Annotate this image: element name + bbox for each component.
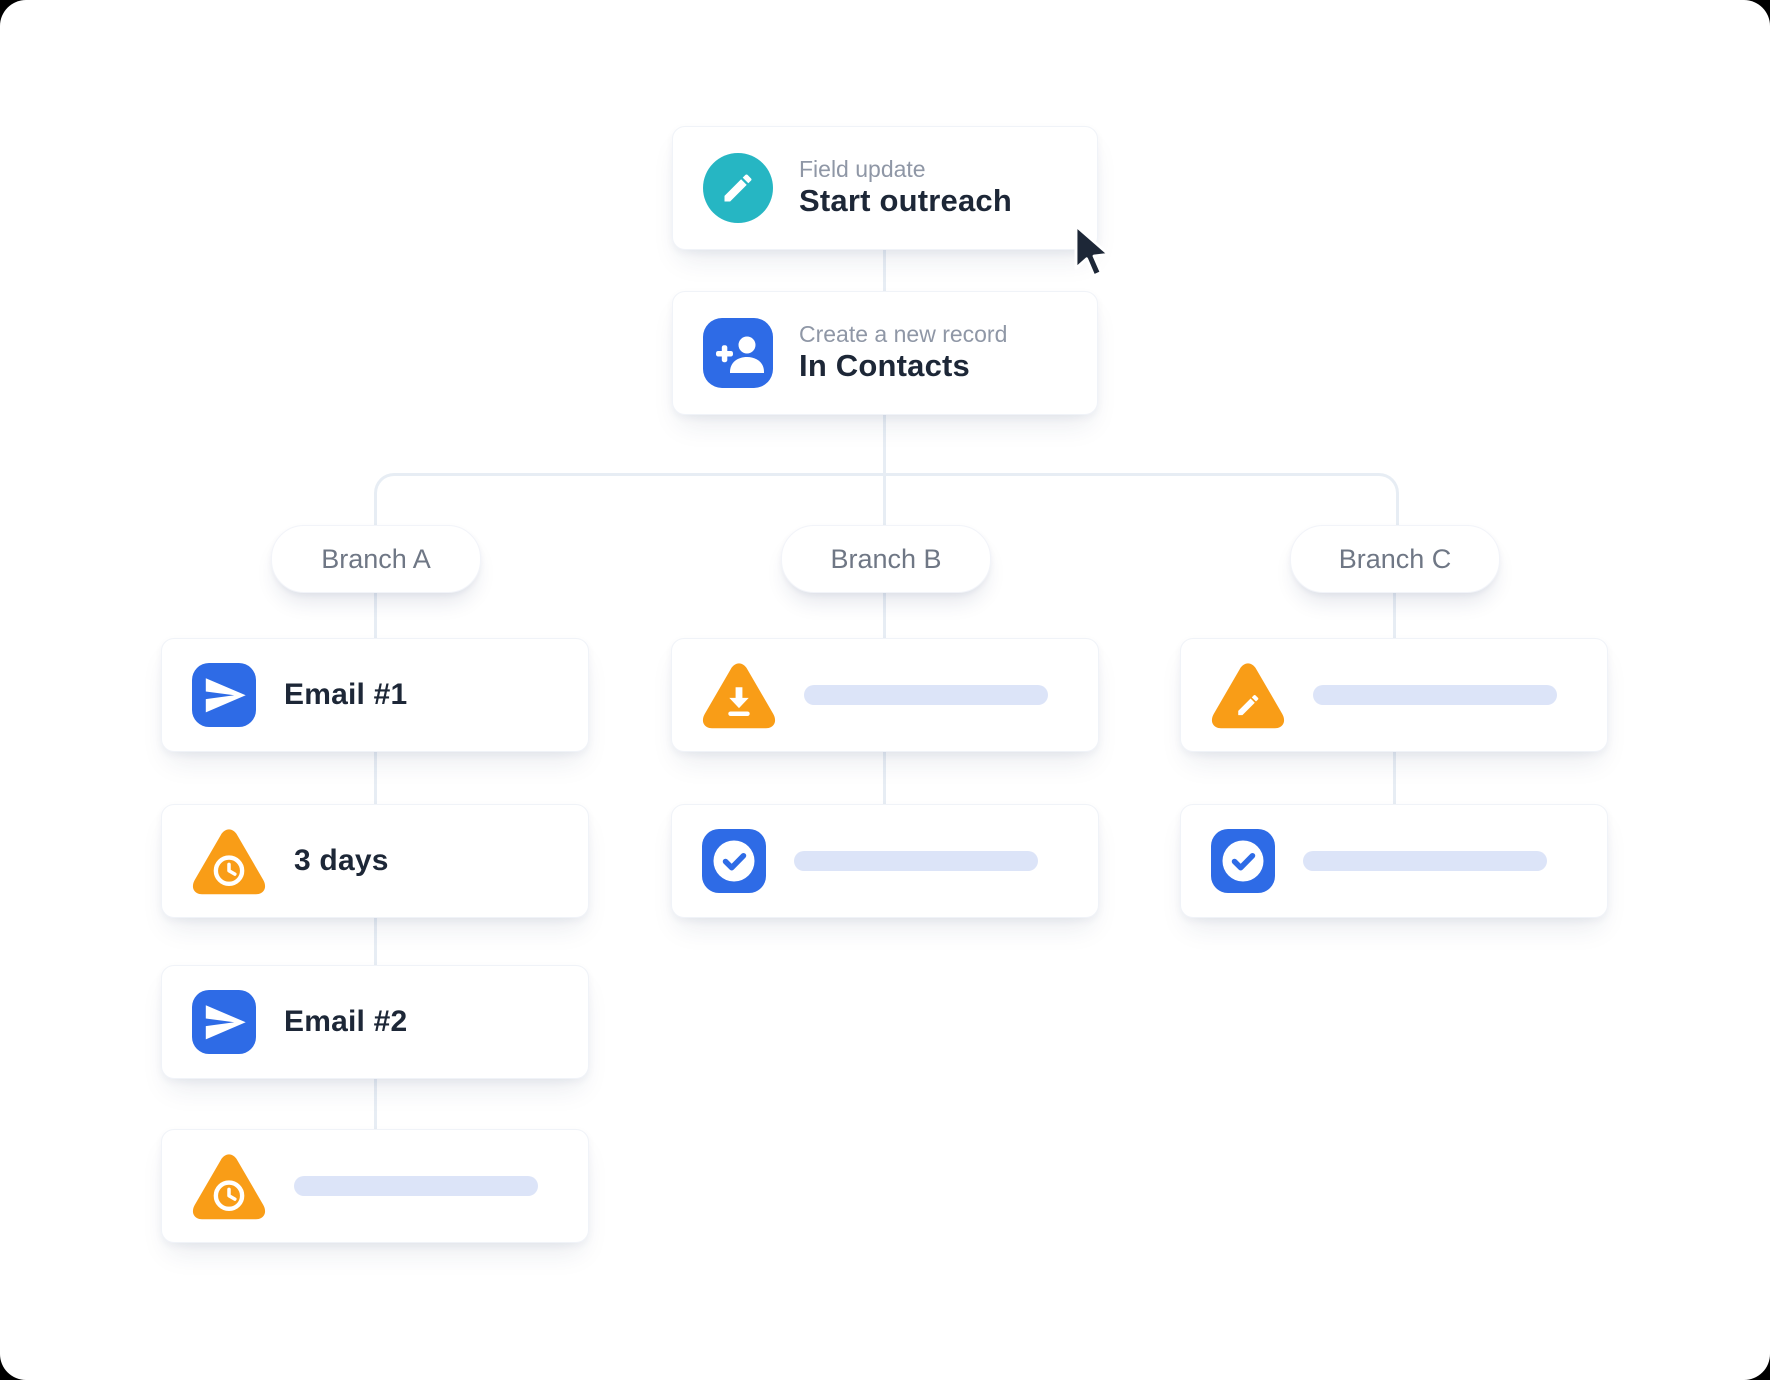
node-title: 3 days [294, 844, 389, 877]
connector-root [883, 240, 886, 300]
connector-branch-rail [374, 473, 1399, 530]
node-category: Create a new record [799, 321, 1008, 348]
node-placeholder-check[interactable] [1180, 804, 1608, 918]
branch-label-text: Branch A [321, 543, 431, 574]
connector-pill-b [883, 588, 886, 640]
connector-a2-a3 [374, 914, 377, 969]
node-placeholder-edit[interactable] [1180, 638, 1608, 752]
branch-label-a[interactable]: Branch A [271, 525, 481, 593]
node-placeholder-download[interactable] [671, 638, 1099, 752]
send-icon [192, 990, 256, 1054]
node-delay-3-days[interactable]: 3 days [161, 804, 589, 918]
placeholder-bar [804, 685, 1048, 705]
node-placeholder-delay[interactable] [161, 1129, 589, 1243]
connector-a3-a4 [374, 1075, 377, 1133]
node-title: Start outreach [799, 183, 1012, 219]
node-email-1[interactable]: Email #1 [161, 638, 589, 752]
connector-pill-c [1393, 588, 1396, 640]
branch-label-text: Branch C [1338, 543, 1452, 574]
check-icon [702, 829, 766, 893]
person-add-icon [703, 318, 773, 388]
placeholder-bar [1313, 685, 1557, 705]
mouse-cursor-icon [1072, 224, 1118, 287]
connector-b1-b2 [883, 748, 886, 808]
placeholder-bar [1303, 851, 1547, 871]
node-category: Field update [799, 156, 926, 183]
placeholder-bar [794, 851, 1038, 871]
node-title: Email #2 [284, 1005, 408, 1038]
node-field-update[interactable]: Field update Start outreach [672, 126, 1098, 250]
node-title: Email #1 [284, 678, 408, 711]
branch-label-c[interactable]: Branch C [1290, 525, 1500, 593]
pencil-icon [703, 153, 773, 223]
node-placeholder-check[interactable] [671, 804, 1099, 918]
node-title: In Contacts [799, 348, 970, 384]
connector-center-drop [883, 410, 886, 527]
connector-a1-a2 [374, 748, 377, 808]
check-icon [1211, 829, 1275, 893]
node-create-record[interactable]: Create a new record In Contacts [672, 291, 1098, 415]
branch-label-text: Branch B [830, 543, 942, 574]
download-triangle-icon [702, 660, 776, 730]
send-icon [192, 663, 256, 727]
edit-triangle-icon [1211, 660, 1285, 730]
connector-c1-c2 [1393, 748, 1396, 808]
clock-delay-icon [192, 1151, 266, 1221]
placeholder-bar [294, 1176, 538, 1196]
connector-pill-a [374, 588, 377, 640]
clock-delay-icon [192, 826, 266, 896]
branch-label-b[interactable]: Branch B [781, 525, 991, 593]
node-email-2[interactable]: Email #2 [161, 965, 589, 1079]
